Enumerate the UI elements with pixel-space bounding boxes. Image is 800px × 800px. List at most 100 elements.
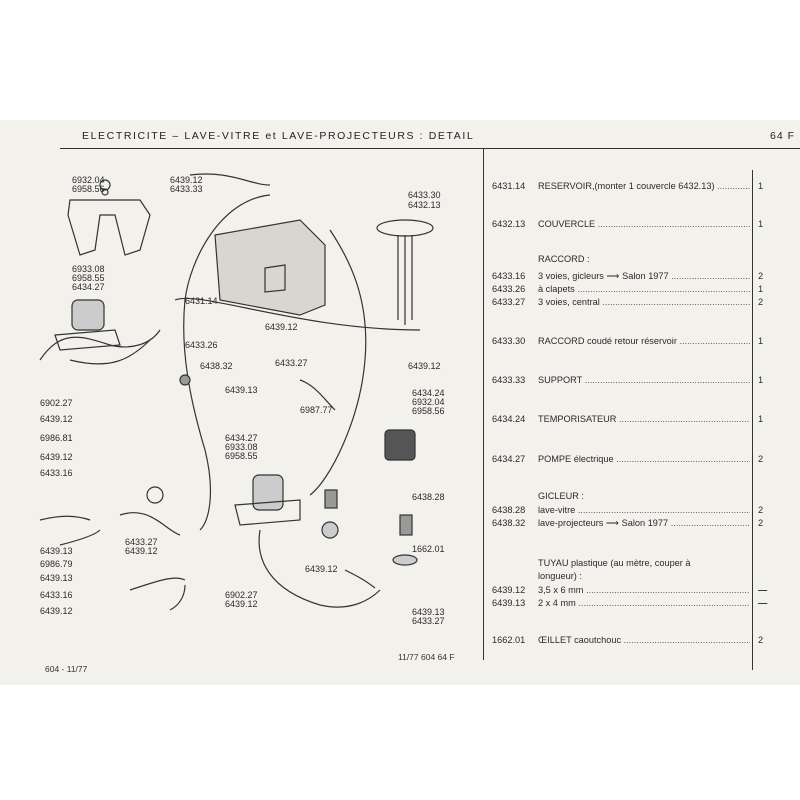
part-description: 3,5 x 6 mm: [538, 584, 750, 596]
part-quantity: 2: [758, 297, 764, 307]
part-ref: 6439.12: [492, 585, 526, 595]
part-quantity: —: [758, 585, 768, 595]
part-description: ŒILLET caoutchouc: [538, 634, 750, 646]
part-description: longueur) :: [538, 571, 582, 581]
part-description: RESERVOIR,(monter 1 couvercle 6432.13): [538, 180, 750, 192]
callout-label: 6433.16: [40, 590, 73, 600]
callout-label: 6434.24: [412, 388, 445, 398]
part-ref: 6433.26: [492, 284, 526, 294]
callout-label: 6958.55: [225, 451, 258, 461]
part-ref: 6433.16: [492, 271, 526, 281]
callout-label: 6433.27: [125, 537, 158, 547]
callout-label: 1662.01: [412, 544, 445, 554]
reservoir-cover: [376, 219, 434, 237]
part-quantity: 2: [758, 635, 764, 645]
part-quantity: 2: [758, 454, 764, 464]
support-bracket: [67, 199, 151, 256]
callout-label: 6432.13: [408, 200, 441, 210]
part-quantity: 1: [758, 181, 764, 191]
pump-left: [71, 299, 105, 331]
callout-label: 6439.13: [412, 607, 445, 617]
part-description: lave-projecteurs ⟶ Salon 1977: [538, 517, 750, 529]
part-quantity: 1: [758, 284, 764, 294]
callout-label: 6439.12: [125, 546, 158, 556]
part-quantity: 1: [758, 336, 764, 346]
column-divider: [483, 148, 484, 660]
callout-label: 6439.12: [170, 175, 203, 185]
part-ref: 6434.24: [492, 414, 526, 424]
callout-label: 6433.27: [412, 616, 445, 626]
part-ref: 6433.27: [492, 297, 526, 307]
footer-center: 11/77 604 64 F: [398, 652, 455, 662]
callout-label: 6986.79: [40, 559, 73, 569]
part-description: GICLEUR :: [538, 491, 584, 501]
part-quantity: 2: [758, 518, 764, 528]
part-ref: 6438.32: [492, 518, 526, 528]
callout-label: 6431.14: [185, 296, 218, 306]
part-ref: 6431.14: [492, 181, 526, 191]
part-description: TUYAU plastique (au mètre, couper à: [538, 558, 691, 568]
pump-center: [252, 474, 284, 511]
timer-module: [384, 429, 416, 461]
part-description: RACCORD :: [538, 254, 590, 264]
part-description: lave-vitre: [538, 504, 750, 516]
callout-label: 6932.04: [72, 175, 105, 185]
callout-label: 6439.12: [40, 452, 73, 462]
callout-label: 6439.12: [40, 606, 73, 616]
part-ref: 6434.27: [492, 454, 526, 464]
part-description: POMPE électrique: [538, 453, 750, 465]
callout-label: 6439.13: [40, 546, 73, 556]
callout-label: 6958.55: [72, 273, 105, 283]
part-description: COUVERCLE: [538, 218, 750, 230]
part-description: 3 voies, gicleurs ⟶ Salon 1977: [538, 270, 750, 282]
callout-label: 6439.12: [40, 414, 73, 424]
part-description: 3 voies, central: [538, 296, 750, 308]
callout-label: 6439.13: [40, 573, 73, 583]
part-ref: 6432.13: [492, 219, 526, 229]
callout-label: 6438.32: [200, 361, 233, 371]
part-description: à clapets: [538, 283, 750, 295]
qty-divider: [752, 170, 753, 670]
part-quantity: 2: [758, 505, 764, 515]
callout-label: 6439.12: [225, 599, 258, 609]
callout-label: 6433.26: [185, 340, 218, 350]
callout-label: 6933.08: [72, 264, 105, 274]
callout-label: 6902.27: [40, 398, 73, 408]
part-description: TEMPORISATEUR: [538, 413, 750, 425]
part-ref: 6438.28: [492, 505, 526, 515]
callout-label: 6433.30: [408, 190, 441, 200]
footer-left: 604 - 11/77: [45, 664, 88, 674]
callout-label: 6439.13: [225, 385, 258, 395]
part-quantity: 1: [758, 414, 764, 424]
callout-label: 6958.56: [72, 184, 105, 194]
part-ref: 1662.01: [492, 635, 526, 645]
header-rule: [60, 148, 800, 149]
callout-label: 6439.12: [305, 564, 338, 574]
callout-label: 6434.27: [72, 282, 105, 292]
callout-label: 6986.81: [40, 433, 73, 443]
callout-label: 6433.33: [170, 184, 203, 194]
callout-label: 6439.12: [265, 322, 298, 332]
clip-ring: [146, 486, 164, 504]
callout-label: 6987.77: [300, 405, 333, 415]
part-quantity: —: [758, 598, 768, 608]
part-quantity: 1: [758, 375, 764, 385]
part-description: SUPPORT: [538, 374, 750, 386]
part-ref: 6433.30: [492, 336, 526, 346]
callout-label: 6958.56: [412, 406, 445, 416]
callout-label: 6902.27: [225, 590, 258, 600]
callout-label: 6439.12: [408, 361, 441, 371]
callout-label: 6933.08: [225, 442, 258, 452]
part-description: RACCORD coudé retour réservoir: [538, 335, 750, 347]
part-ref: 6439.13: [492, 598, 526, 608]
page-title: ELECTRICITE – LAVE-VITRE et LAVE-PROJECT…: [82, 130, 475, 142]
callout-label: 6434.27: [225, 433, 258, 443]
part-ref: 6433.33: [492, 375, 526, 385]
part-quantity: 1: [758, 219, 764, 229]
callout-label: 6438.28: [412, 492, 445, 502]
callout-label: 6433.27: [275, 358, 308, 368]
part-quantity: 2: [758, 271, 764, 281]
part-description: 2 x 4 mm: [538, 597, 750, 609]
page-number: 64 F: [770, 130, 796, 142]
